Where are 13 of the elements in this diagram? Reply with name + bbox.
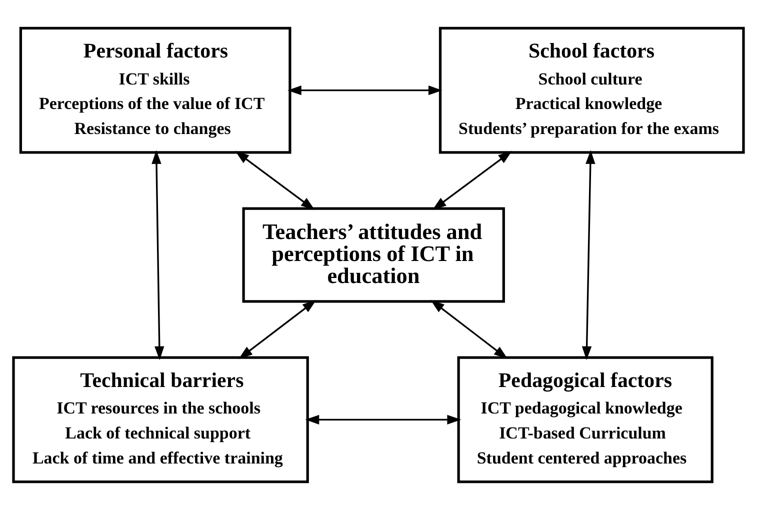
arrow [305,414,462,425]
arrow [432,150,512,210]
node-box: Technical barriers ICT resources in the schools Lack of technical support Lack of time and effective training [12,356,309,484]
node-box: Teachers’ attitudes and perceptions of ICT in education [242,207,505,303]
arrow [287,85,442,96]
arrow [430,300,508,359]
node-box: Pedagogical factors ICT pedagogical knowledge ICT-based Curriculum Student centered approaches [457,356,714,484]
arrow [235,150,315,210]
node-box: Personal factors ICT skills Perceptions of the value of ICT Resistance to changes [19,26,292,154]
arrow [582,150,596,360]
arrow [238,300,316,359]
node-box: School factors School culture Practical knowledge Students’ preparation for the exams [438,26,745,154]
arrow [152,150,164,360]
